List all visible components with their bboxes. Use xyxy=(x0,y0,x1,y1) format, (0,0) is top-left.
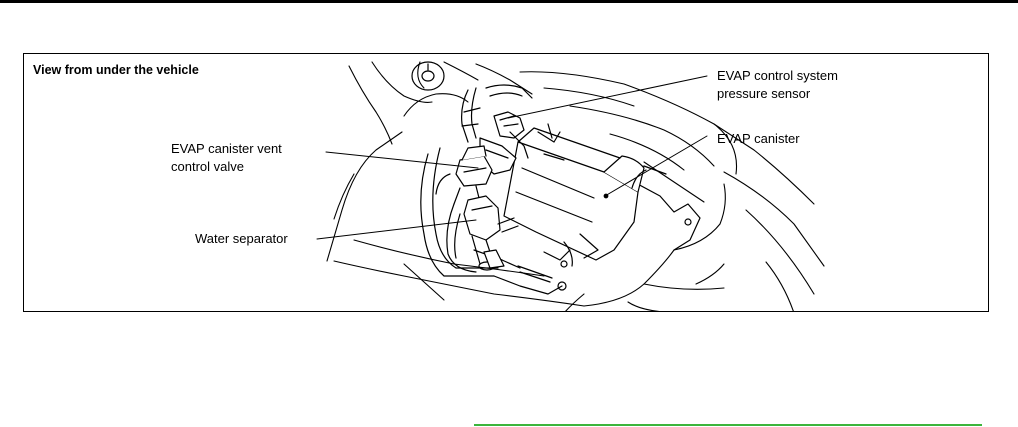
header-rule xyxy=(0,0,1018,3)
figure-frame: View from under the vehicle EVAP control… xyxy=(23,53,989,312)
pressure-sensor-label-line1: EVAP control system xyxy=(717,68,838,83)
link-underline xyxy=(474,424,982,426)
vent-valve-label-line2: control valve xyxy=(171,159,244,174)
vent-valve-label: EVAP canister vent control valve xyxy=(171,140,282,176)
vent-valve-label-line1: EVAP canister vent xyxy=(171,141,282,156)
vent-control-valve xyxy=(435,145,495,205)
evap-canister-label-line1: EVAP canister xyxy=(717,131,800,146)
water-separator xyxy=(463,195,519,271)
mount-bolt xyxy=(411,61,445,91)
water-separator-label: Water separator xyxy=(195,230,288,248)
underbody-panels xyxy=(326,61,825,311)
evap-canister-label: EVAP canister xyxy=(717,130,800,148)
leader-lines xyxy=(316,75,708,240)
drain-hoses xyxy=(446,203,553,283)
figure-caption: View from under the vehicle xyxy=(33,63,199,77)
evap-components-illustration xyxy=(316,61,825,311)
evap-canister-body xyxy=(503,123,647,267)
canister-bracket xyxy=(420,147,701,295)
pressure-sensor-label: EVAP control system pressure sensor xyxy=(717,67,838,103)
pressure-sensor-and-hoses xyxy=(461,84,533,175)
water-separator-label-line1: Water separator xyxy=(195,231,288,246)
pressure-sensor-label-line2: pressure sensor xyxy=(717,86,811,101)
